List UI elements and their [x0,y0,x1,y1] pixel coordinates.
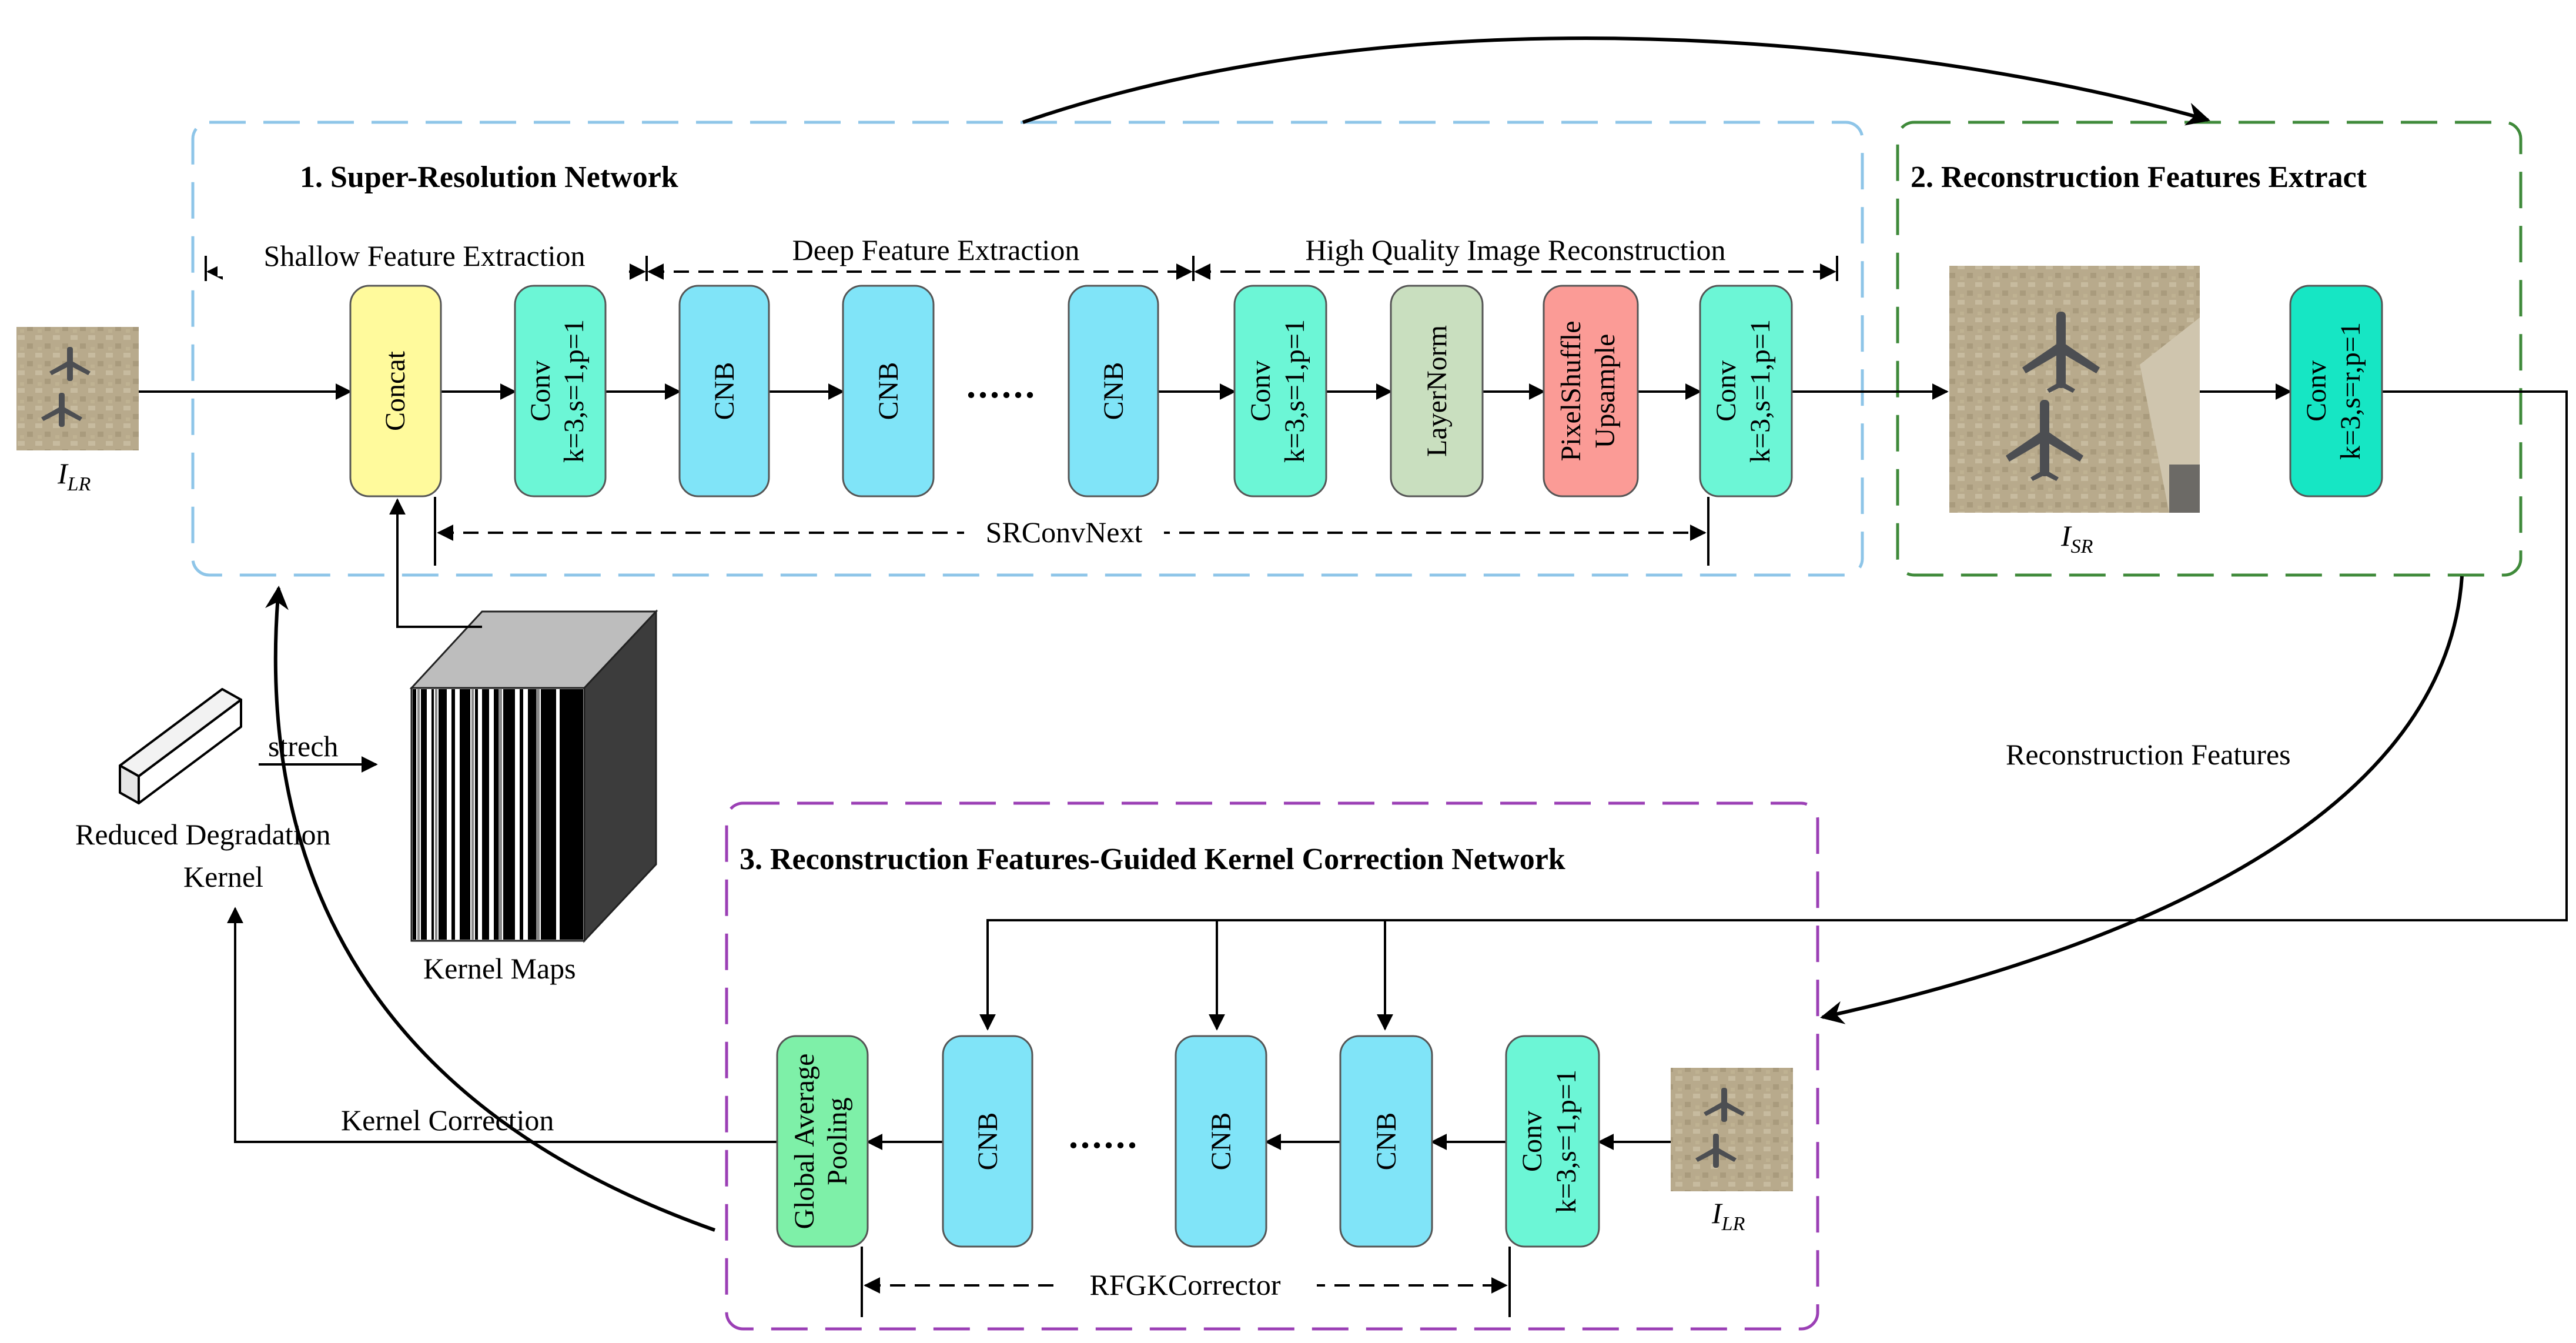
kernel-maps-label: Kernel Maps [423,952,576,985]
pixelshuffle-label-2: Upsample [1590,334,1621,449]
extract-to-correction-curve [1820,576,2464,1024]
cnb-block-4: CNB [942,1035,1033,1248]
gap-label-2: Pooling [822,1097,853,1185]
airplane-icon [1695,1134,1737,1168]
cnb-label: CNB [1098,362,1129,420]
conv-label: Conv [1517,1111,1548,1172]
conv-label: Conv [1245,360,1276,422]
cnb-block-2: CNB [842,285,935,497]
kernel-maps-to-concat-arrow [389,498,482,628]
kernel-maps-icon [409,609,658,943]
cnb-label: CNB [709,362,740,420]
reduced-kernel-icon [119,688,242,804]
srconvnext-label: SRConvNext [986,516,1143,549]
sr-to-extract-curve [1022,36,2210,126]
airplane-icon [41,393,82,427]
rfgkcorrector-label: RFGKCorrector [1090,1268,1281,1301]
conv-label: Conv [2301,360,2332,422]
cnb-label: CNB [873,362,904,420]
stage-label-bg [747,229,1123,262]
rfgkcorrector-label-bg [1058,1265,1317,1303]
conv-block-2: Conv k=3,s=1,p=1 [1233,285,1327,497]
reconstruction-extract-title: 2. Reconstruction Features Extract [1911,161,2367,194]
kernel-network-title: 3. Reconstruction Features-Guided Kernel… [740,843,1565,876]
conv-params: k=3,s=1,p=1 [1279,319,1310,463]
ellipsis-bottom: ...... [1069,1114,1139,1156]
stage-shallow-label: Shallow Feature Extraction [263,239,585,272]
lr-image-input [16,327,139,450]
sr-network-title: 1. Super-Resolution Network [300,161,678,194]
pixelshuffle-block: PixelShuffle Upsample [1543,285,1639,497]
cnb-label: CNB [1206,1113,1237,1171]
lr-image-correction [1671,1068,1793,1191]
conv-label: Conv [1711,360,1742,422]
kernel-correction-box [725,801,1819,1331]
pixelshuffle-label-1: PixelShuffle [1555,320,1587,461]
stage-hq-label: High Quality Image Reconstruction [1305,233,1725,266]
srconvnext-bracket [434,497,1709,566]
gap-block: Global Average Pooling [776,1035,869,1248]
airplane-icon [2006,400,2083,481]
sr-image [1949,266,2200,513]
reconstruction-features-label: Reconstruction Features [2006,738,2291,771]
cnb-block-6: CNB [1339,1035,1433,1248]
reduced-kernel-label-2: Kernel [183,860,263,893]
i-sr-label: ISR [2060,519,2093,557]
cnb-label: CNB [1371,1113,1402,1171]
airplane-icon [49,347,91,381]
stage-deep-label: Deep Feature Extraction [792,233,1080,266]
conv-params: k=3,s=1,p=1 [1745,319,1776,463]
conv-block-1: Conv k=3,s=1,p=1 [514,285,607,497]
airplane-icon [2022,312,2100,393]
layernorm-label: LayerNorm [1421,325,1453,457]
stage-label-bg [1240,229,1787,262]
conv-stride-params: k=3,s=r,p=1 [2335,322,2366,460]
conv-block-4: Conv k=3,s=1,p=1 [1505,1035,1600,1248]
conv-block-3: Conv k=3,s=1,p=1 [1699,285,1793,497]
reduced-kernel-label-1: Reduced Degradation [75,818,331,851]
srconvnext-label-bg [964,513,1164,550]
conv-params: k=3,s=1,p=1 [558,319,590,463]
gap-label-1: Global Average [789,1054,820,1230]
cnb-label: CNB [972,1113,1003,1171]
concat-block: Concat [349,285,442,497]
conv-label: Conv [525,360,556,422]
conv-params: k=3,s=1,p=1 [1551,1070,1582,1213]
cnb-block-5: CNB [1175,1035,1267,1248]
ellipsis-top: ...... [966,364,1037,406]
top-row-arrows [139,383,2568,1031]
airplane-icon [1704,1088,1745,1122]
layernorm-block: LayerNorm [1390,285,1484,497]
rfgkcorrector-bracket [861,1247,1511,1317]
i-lr-label-input: ILR [57,457,91,495]
stage-brackets [205,256,1838,281]
cnb-block-1: CNB [678,285,770,497]
stage-label-bg [218,235,629,276]
correction-to-sr-curve [265,586,716,1232]
concat-label: Concat [380,350,411,431]
i-lr-label-correction: ILR [1711,1197,1745,1235]
kernel-correction-label: Kernel Correction [341,1104,554,1137]
conv-block-stride: Conv k=3,s=r,p=1 [2289,285,2383,497]
cnb-block-3: CNB [1068,285,1159,497]
